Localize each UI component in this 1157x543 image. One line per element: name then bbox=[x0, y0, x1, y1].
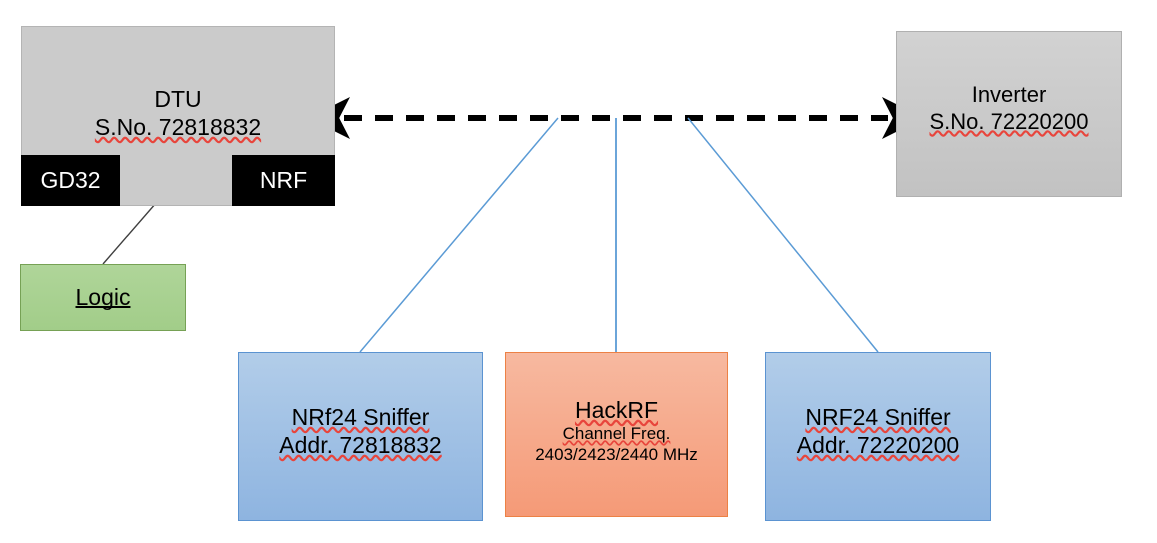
hackrf-title: HackRF bbox=[574, 397, 659, 423]
inverter-serial: S.No. 72220200 bbox=[929, 108, 1089, 134]
node-sniffer-left[interactable]: NRf24 Sniffer Addr. 72818832 bbox=[238, 352, 483, 521]
node-nrf[interactable]: NRF bbox=[232, 155, 335, 206]
node-hackrf[interactable]: HackRF Channel Freq. 2403/2423/2440 MHz bbox=[505, 352, 728, 517]
dtu-title: DTU bbox=[154, 86, 202, 112]
inverter-title: Inverter bbox=[971, 82, 1047, 107]
gd32-label: GD32 bbox=[40, 167, 101, 193]
sniffer-left-address: Addr. 72818832 bbox=[279, 432, 442, 459]
sniffer-right-title: NRF24 Sniffer bbox=[805, 404, 951, 430]
node-gd32[interactable]: GD32 bbox=[21, 155, 120, 206]
hackrf-channel-label: Channel Freq. bbox=[562, 424, 671, 444]
hackrf-frequencies: 2403/2423/2440 MHz bbox=[535, 444, 698, 464]
sniffer-left-title: NRf24 Sniffer bbox=[291, 404, 430, 430]
logic-label: Logic bbox=[75, 284, 131, 311]
node-logic[interactable]: Logic bbox=[20, 264, 186, 331]
nrf-label: NRF bbox=[259, 167, 308, 193]
edge-sniffer-right-tap bbox=[687, 117, 879, 353]
node-inverter[interactable]: Inverter S.No. 72220200 bbox=[896, 31, 1122, 197]
sniffer-right-address: Addr. 72220200 bbox=[796, 432, 960, 459]
edge-sniffer-left-tap bbox=[359, 117, 559, 353]
dtu-serial: S.No. 72818832 bbox=[94, 114, 262, 141]
node-sniffer-right[interactable]: NRF24 Sniffer Addr. 72220200 bbox=[765, 352, 991, 521]
